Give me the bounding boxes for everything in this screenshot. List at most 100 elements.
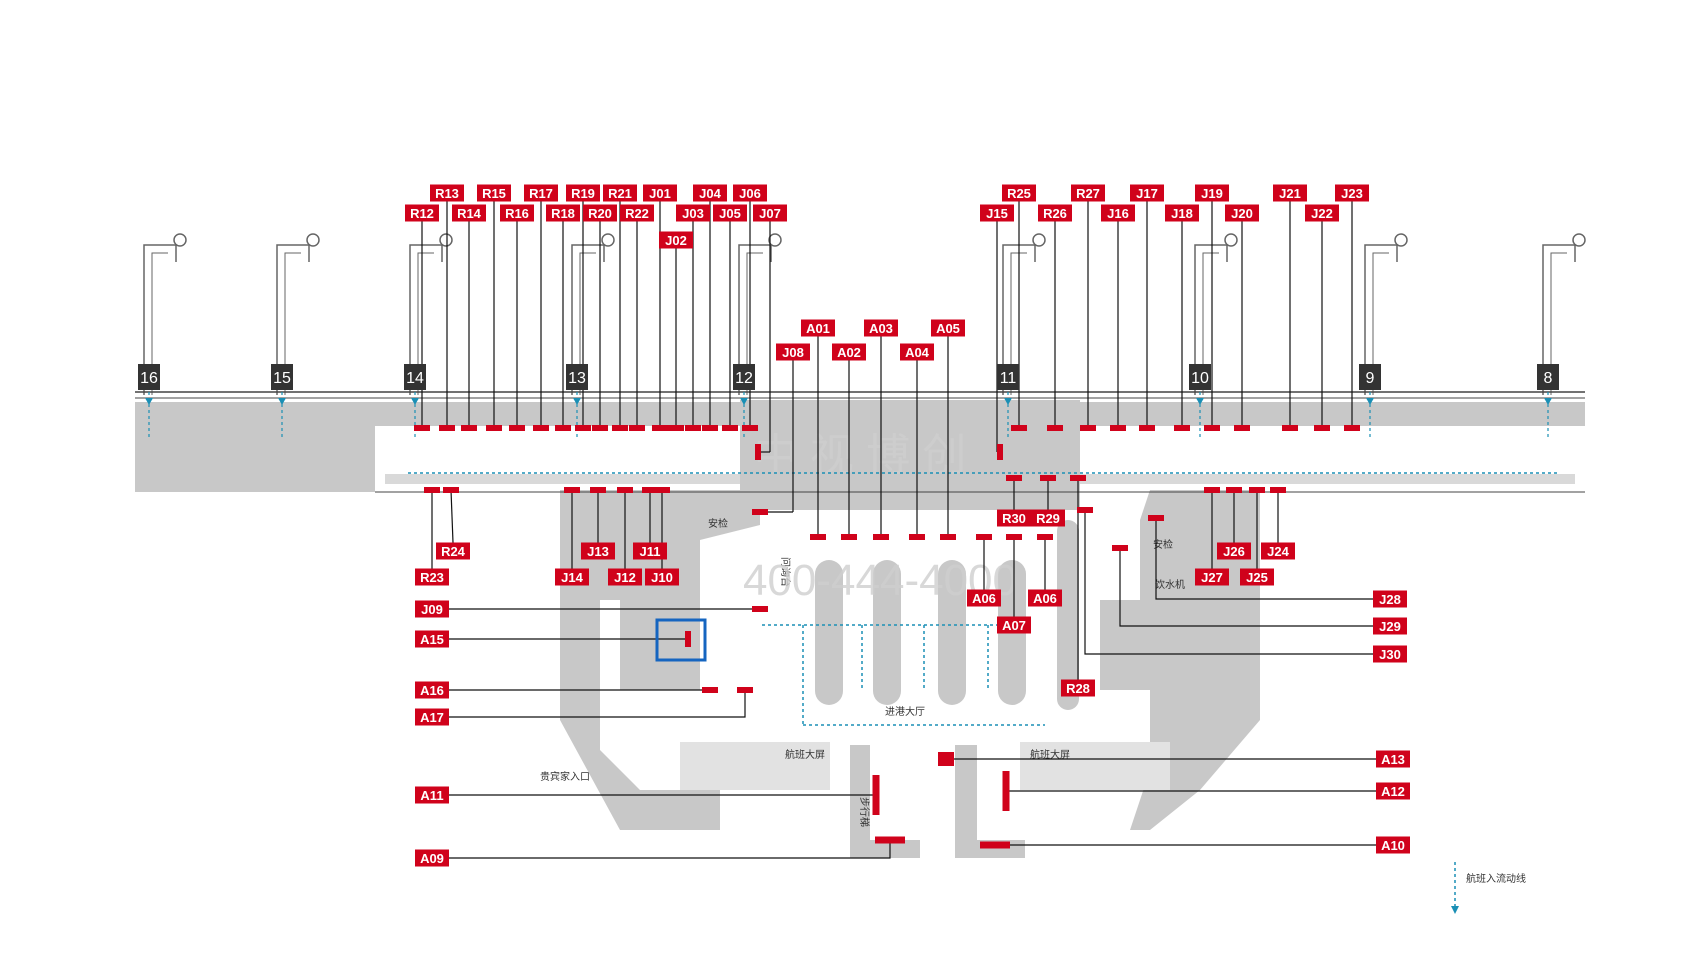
label-badge-a05[interactable] bbox=[931, 319, 965, 337]
label-badge-a04[interactable] bbox=[900, 343, 934, 361]
label-badge-j27[interactable] bbox=[1195, 568, 1229, 586]
label-badge-j28[interactable] bbox=[1373, 590, 1407, 608]
label-badge-j16[interactable] bbox=[1101, 204, 1135, 222]
label-badge-r13[interactable] bbox=[430, 184, 464, 202]
ad-spot-j01[interactable] bbox=[652, 425, 668, 431]
label-badge-j13[interactable] bbox=[581, 542, 615, 560]
ad-spot-a10[interactable] bbox=[980, 841, 1010, 849]
ad-spot-j06[interactable] bbox=[742, 425, 758, 431]
ad-spot-r30[interactable] bbox=[1006, 475, 1022, 481]
ad-spot-a01[interactable] bbox=[810, 534, 826, 540]
ad-spot-j05[interactable] bbox=[722, 425, 738, 431]
label-badge-j18[interactable] bbox=[1165, 204, 1199, 222]
ad-spot-j04[interactable] bbox=[702, 425, 718, 431]
ad-spot-a11[interactable] bbox=[872, 775, 880, 815]
ad-spot-a16[interactable] bbox=[702, 687, 718, 693]
ad-spot-r15[interactable] bbox=[486, 425, 502, 431]
ad-spot-j24[interactable] bbox=[1270, 487, 1286, 493]
label-badge-r16[interactable] bbox=[500, 204, 534, 222]
label-badge-a07[interactable] bbox=[997, 616, 1031, 634]
ad-spot-j26[interactable] bbox=[1226, 487, 1242, 493]
label-badge-j05[interactable] bbox=[713, 204, 747, 222]
ad-spot-j27[interactable] bbox=[1204, 487, 1220, 493]
ad-spot-j14[interactable] bbox=[564, 487, 580, 493]
label-badge-a10[interactable] bbox=[1376, 836, 1410, 854]
label-badge-a17[interactable] bbox=[415, 708, 449, 726]
ad-spot-j08[interactable] bbox=[752, 509, 768, 515]
ad-spot-r20[interactable] bbox=[592, 425, 608, 431]
ad-spot-r25[interactable] bbox=[1011, 425, 1027, 431]
label-badge-a03[interactable] bbox=[864, 319, 898, 337]
ad-spot-a15[interactable] bbox=[685, 631, 691, 647]
ad-spot-r27[interactable] bbox=[1080, 425, 1096, 431]
label-badge-j04[interactable] bbox=[693, 184, 727, 202]
ad-spot-j02[interactable] bbox=[668, 425, 684, 431]
label-badge-j09[interactable] bbox=[415, 600, 449, 618]
label-badge-j21[interactable] bbox=[1273, 184, 1307, 202]
label-badge-r29[interactable] bbox=[1031, 509, 1065, 527]
label-badge-a12[interactable] bbox=[1376, 782, 1410, 800]
ad-spot-j09[interactable] bbox=[752, 606, 768, 612]
label-badge-r24[interactable] bbox=[436, 542, 470, 560]
label-badge-j19[interactable] bbox=[1195, 184, 1229, 202]
ad-spot-r19[interactable] bbox=[575, 425, 591, 431]
label-badge-j24[interactable] bbox=[1261, 542, 1295, 560]
label-badge-r21[interactable] bbox=[603, 184, 637, 202]
ad-spot-j17[interactable] bbox=[1139, 425, 1155, 431]
ad-spot-r18[interactable] bbox=[555, 425, 571, 431]
ad-spot-a05[interactable] bbox=[940, 534, 956, 540]
label-badge-j25[interactable] bbox=[1240, 568, 1274, 586]
ad-spot-a12[interactable] bbox=[1002, 771, 1010, 811]
ad-spot-a02[interactable] bbox=[841, 534, 857, 540]
ad-spot-j30[interactable] bbox=[1077, 507, 1093, 513]
label-badge-j03[interactable] bbox=[676, 204, 710, 222]
label-badge-a13[interactable] bbox=[1376, 750, 1410, 768]
ad-spot-j16[interactable] bbox=[1110, 425, 1126, 431]
label-badge-a15[interactable] bbox=[415, 630, 449, 648]
ad-spot-r13[interactable] bbox=[439, 425, 455, 431]
label-badge-a01[interactable] bbox=[801, 319, 835, 337]
ad-spot-r12[interactable] bbox=[414, 425, 430, 431]
label-badge-r23[interactable] bbox=[415, 568, 449, 586]
label-badge-a09[interactable] bbox=[415, 849, 449, 867]
ad-spot-j20[interactable] bbox=[1234, 425, 1250, 431]
label-badge-j02[interactable] bbox=[659, 231, 693, 249]
label-badge-j01[interactable] bbox=[643, 184, 677, 202]
ad-spot-j21[interactable] bbox=[1282, 425, 1298, 431]
label-badge-r17[interactable] bbox=[524, 184, 558, 202]
label-badge-j22[interactable] bbox=[1305, 204, 1339, 222]
label-badge-r12[interactable] bbox=[405, 204, 439, 222]
label-badge-j26[interactable] bbox=[1217, 542, 1251, 560]
label-badge-j20[interactable] bbox=[1225, 204, 1259, 222]
ad-spot-r16[interactable] bbox=[509, 425, 525, 431]
ad-spot-j22[interactable] bbox=[1314, 425, 1330, 431]
ad-spot-j23[interactable] bbox=[1344, 425, 1360, 431]
label-badge-j10[interactable] bbox=[645, 568, 679, 586]
label-badge-r26[interactable] bbox=[1038, 204, 1072, 222]
label-badge-j17[interactable] bbox=[1130, 184, 1164, 202]
ad-spot-a04[interactable] bbox=[909, 534, 925, 540]
label-badge-r25[interactable] bbox=[1002, 184, 1036, 202]
label-badge-j06[interactable] bbox=[733, 184, 767, 202]
label-badge-r20[interactable] bbox=[583, 204, 617, 222]
ad-spot-j15[interactable] bbox=[997, 444, 1003, 460]
ad-spot-a06a[interactable] bbox=[976, 534, 992, 540]
ad-spot-j07[interactable] bbox=[755, 444, 761, 460]
label-badge-j15[interactable] bbox=[980, 204, 1014, 222]
label-badge-j08[interactable] bbox=[776, 343, 810, 361]
label-badge-r15[interactable] bbox=[477, 184, 511, 202]
label-badge-j14[interactable] bbox=[555, 568, 589, 586]
label-badge-a11[interactable] bbox=[415, 786, 449, 804]
label-badge-j29[interactable] bbox=[1373, 617, 1407, 635]
ad-spot-a13[interactable] bbox=[938, 752, 954, 766]
label-badge-r19[interactable] bbox=[566, 184, 600, 202]
ad-spot-r22[interactable] bbox=[629, 425, 645, 431]
label-badge-r14[interactable] bbox=[452, 204, 486, 222]
ad-spot-r28[interactable] bbox=[1070, 475, 1086, 481]
label-badge-a02[interactable] bbox=[832, 343, 866, 361]
ad-spot-j12[interactable] bbox=[617, 487, 633, 493]
ad-spot-r17[interactable] bbox=[533, 425, 549, 431]
ad-spot-j29[interactable] bbox=[1112, 545, 1128, 551]
label-badge-a16[interactable] bbox=[415, 681, 449, 699]
label-badge-j12[interactable] bbox=[608, 568, 642, 586]
